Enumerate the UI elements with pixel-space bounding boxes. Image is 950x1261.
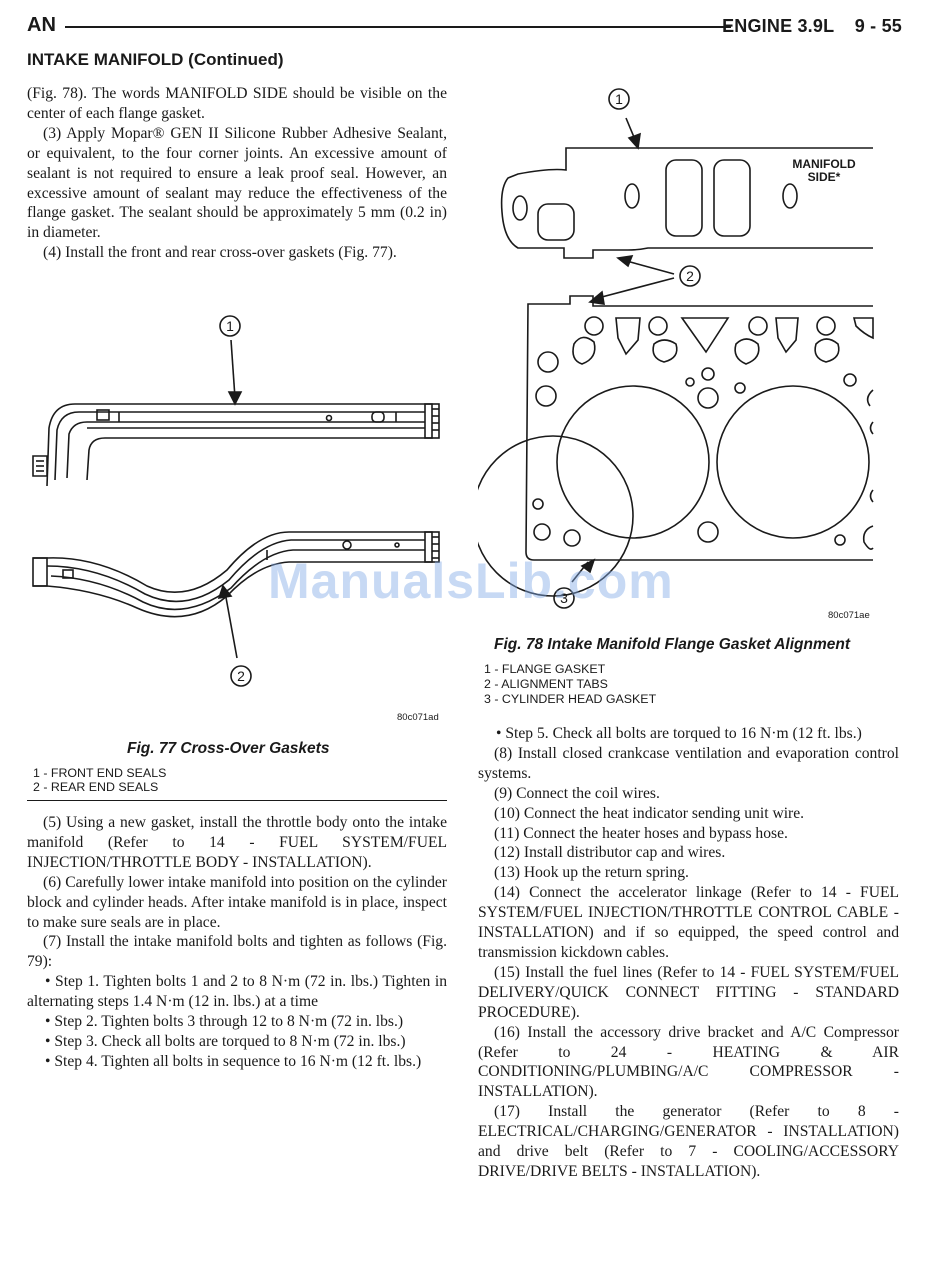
left-column-bottom-text: (5) Using a new gasket, install the thro… (27, 813, 447, 1072)
paragraph: (17) Install the generator (Refer to 8 -… (478, 1103, 899, 1180)
fig78-callout-2: 2 (686, 268, 694, 284)
paragraph: (7) Install the intake manifold bolts an… (27, 933, 447, 971)
paragraph: (4) Install the front and rear cross-ove… (43, 244, 397, 262)
fig78-label-side: SIDE* (808, 170, 841, 184)
watermark: ManualsLib.com (268, 553, 674, 609)
fig77-callout-2: 2 (237, 668, 245, 684)
flange-gasket-alignment-illustration: 1 2 3 MANIFOLD SIDE* (478, 88, 874, 609)
right-column-bottom-text: • Step 5. Check all bolts are torqued to… (478, 724, 899, 1182)
fig78-legend-item: 1 - FLANGE GASKET (484, 662, 606, 676)
bullet-step: • Step 5. Check all bolts are torqued to… (496, 725, 862, 742)
paragraph: (3) Apply Mopar® GEN II Silicone Rubber … (27, 124, 447, 242)
fig78-legend-item: 3 - CYLINDER HEAD GASKET (484, 692, 657, 706)
fig77-legend-item: 2 - REAR END SEALS (33, 780, 159, 794)
figure-78: 1 2 3 MANIFOLD SIDE* 80c071ae Fig. 78 In… (478, 82, 899, 710)
cross-over-gaskets-illustration: 1 2 (32, 315, 440, 687)
fig77-divider (27, 800, 447, 801)
paragraph: (9) Connect the coil wires. (494, 784, 660, 802)
fig77-callout-1: 1 (226, 318, 234, 334)
paragraph: (15) Install the fuel lines (Refer to 14… (478, 963, 899, 1021)
bullet-step: • Step 2. Tighten bolts 3 through 12 to … (45, 1013, 404, 1031)
header-page-ref: ENGINE 3.9L 9 - 55 (722, 16, 902, 36)
bullet-step: • Step 4. Tighten all bolts in sequence … (45, 1052, 422, 1070)
section-title: INTAKE MANIFOLD (Continued) (27, 50, 284, 69)
fig77-caption: Fig. 77 Cross-Over Gaskets (127, 740, 330, 757)
paragraph: (16) Install the accessory drive bracket… (478, 1023, 899, 1101)
fig78-code: 80c071ae (828, 610, 870, 621)
fig78-caption: Fig. 78 Intake Manifold Flange Gasket Al… (494, 636, 850, 653)
header-rule (65, 26, 731, 28)
fig78-label-manifold: MANIFOLD (792, 157, 856, 171)
bullet-step: • Step 1. Tighten bolts 1 and 2 to 8 N·m… (27, 973, 447, 1011)
fig77-code: 80c071ad (397, 712, 439, 723)
paragraph: (Fig. 78). The words MANIFOLD SIDE shoul… (27, 85, 447, 122)
fig78-legend-item: 2 - ALIGNMENT TABS (484, 677, 608, 691)
paragraph: (10) Connect the heat indicator sending … (494, 804, 805, 822)
figure-77: 1 2 80c071ad Fig. 77 Cross-Over Gaskets … (27, 310, 447, 802)
paragraph: (14) Connect the accelerator linkage (Re… (478, 884, 899, 961)
paragraph: (5) Using a new gasket, install the thro… (27, 814, 447, 871)
page-header: AN ENGINE 3.9L 9 - 55 (27, 12, 902, 42)
paragraph: (11) Connect the heater hoses and bypass… (494, 824, 788, 842)
fig77-legend-item: 1 - FRONT END SEALS (33, 766, 167, 780)
paragraph: (6) Carefully lower intake manifold into… (27, 873, 447, 931)
paragraph: (8) Install closed crankcase ventilation… (478, 744, 899, 782)
fig78-callout-1: 1 (615, 91, 623, 107)
header-section-code: AN (27, 14, 56, 36)
paragraph: (12) Install distributor cap and wires. (494, 844, 726, 862)
bullet-step: • Step 3. Check all bolts are torqued to… (45, 1032, 406, 1050)
fig78-callout-3: 3 (560, 590, 568, 606)
left-column-top-text: (Fig. 78). The words MANIFOLD SIDE shoul… (27, 84, 447, 263)
paragraph: (13) Hook up the return spring. (494, 864, 689, 882)
